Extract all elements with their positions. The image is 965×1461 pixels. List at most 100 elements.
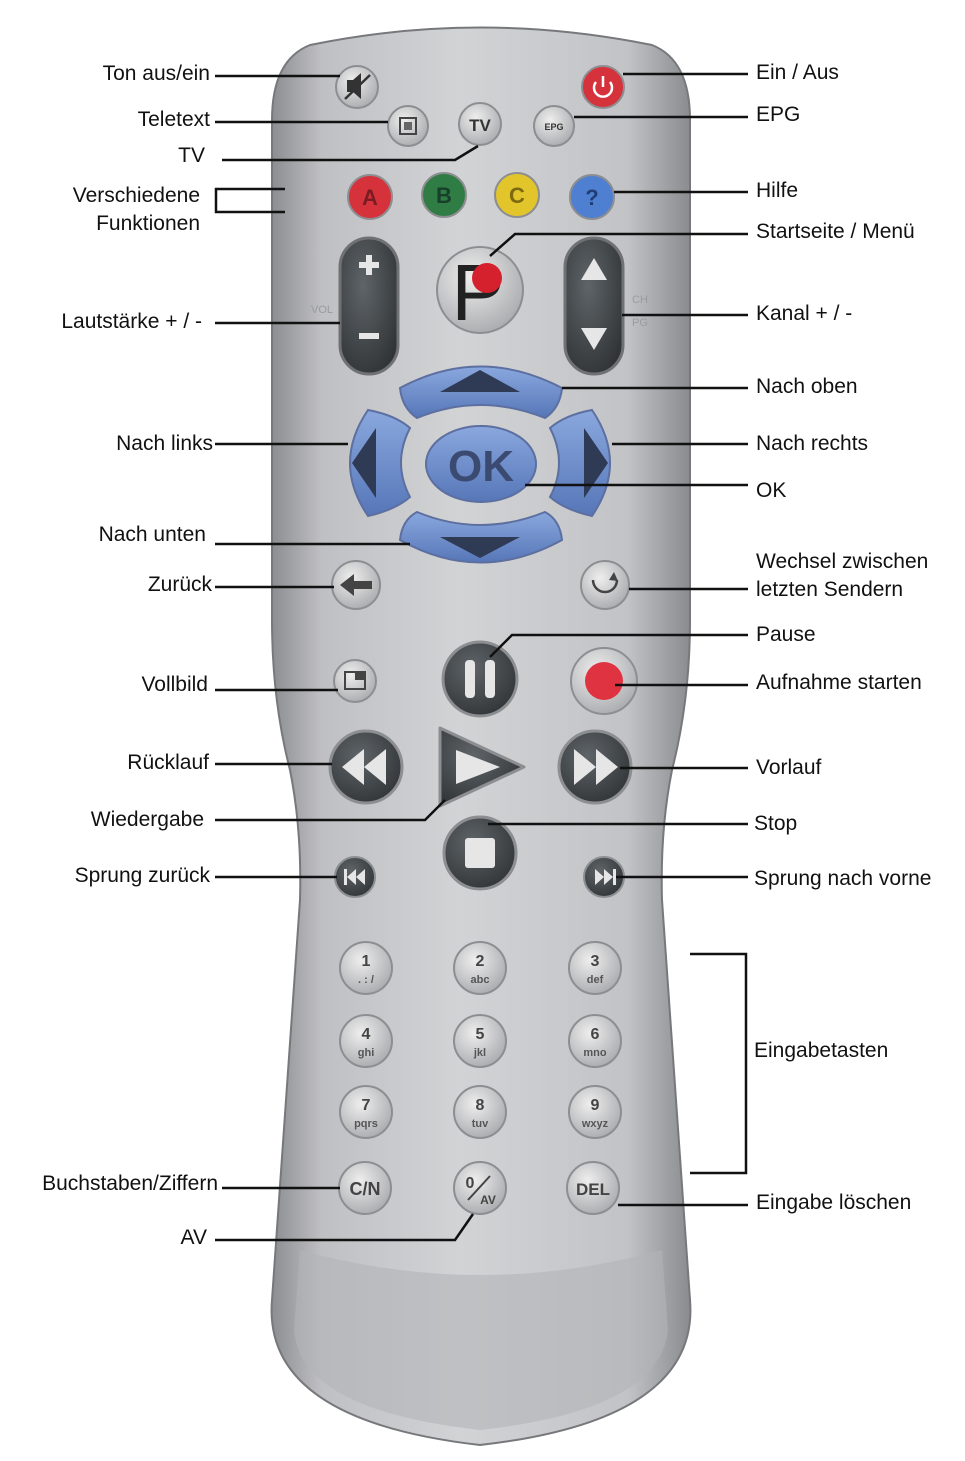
play-button[interactable] (438, 726, 526, 808)
digit-3: 3 (591, 953, 600, 970)
mute-icon (347, 73, 361, 99)
right-arrow-icon (584, 428, 608, 498)
label-help: Hilfe (756, 179, 799, 202)
label-right: Nach rechts (756, 432, 869, 455)
color-button-c[interactable]: C (494, 172, 540, 218)
up-arrow-icon (440, 370, 520, 392)
rewind-icon (342, 749, 386, 785)
digit-4-letters: ghi (358, 1047, 375, 1059)
volume-rocker[interactable] (338, 236, 400, 376)
left-arrow-icon (352, 428, 376, 498)
label-left: Nach links (116, 432, 213, 455)
digit-button-5[interactable]: 5 jkl (453, 1014, 507, 1068)
digit-2: 2 (476, 953, 485, 970)
channel-up-icon (581, 258, 607, 280)
help-button-label: ? (585, 185, 598, 210)
remote-bottom-panel (294, 1250, 668, 1430)
up-button[interactable] (398, 365, 564, 420)
fullscreen-button[interactable] (333, 659, 377, 703)
digit-5: 5 (476, 1026, 485, 1043)
right-button[interactable] (548, 408, 611, 518)
digit-button-9[interactable]: 9 wxyz (568, 1085, 622, 1139)
down-arrow-icon (440, 537, 520, 558)
digit-2-letters: abc (471, 974, 490, 986)
digit-button-6[interactable]: 6 mno (568, 1014, 622, 1068)
digit-9: 9 (591, 1097, 600, 1114)
vol-text: VOL (311, 304, 333, 316)
teletext-icon (399, 117, 417, 135)
label-delete-input: Eingabe löschen (756, 1191, 912, 1214)
digit-1: 1 (362, 953, 371, 970)
refresh-icon (591, 579, 619, 594)
skip-back-icon (344, 869, 365, 885)
label-skip-forward: Sprung nach vorne (754, 867, 932, 890)
digit-button-8[interactable]: 8 tuv (453, 1085, 507, 1139)
digit-button-7[interactable]: 7 pqrs (339, 1085, 393, 1139)
leader-lines (214, 72, 748, 1242)
label-play: Wiedergabe (90, 808, 204, 831)
skip-back-button[interactable] (334, 856, 376, 898)
color-button-a-label: A (362, 185, 378, 210)
label-tv: TV (178, 144, 205, 167)
label-stop: Stop (754, 812, 798, 835)
logo-dot (472, 263, 502, 293)
label-volume: Lautstärke + / - (61, 310, 202, 333)
label-various-1: Verschiedene (72, 184, 200, 207)
power-button[interactable] (581, 65, 625, 109)
minus-icon (359, 333, 379, 339)
mute-button[interactable] (335, 65, 379, 109)
digit-button-2[interactable]: 2 abc (453, 941, 507, 995)
epg-button[interactable]: EPG (533, 105, 575, 147)
left-button[interactable] (349, 408, 412, 518)
digit-6: 6 (591, 1026, 600, 1043)
label-pause: Pause (756, 623, 816, 646)
label-record: Aufnahme starten (756, 671, 922, 694)
label-down: Nach unten (98, 523, 206, 546)
last-channel-button[interactable] (580, 560, 630, 610)
digit-5-letters: jkl (473, 1047, 486, 1059)
back-button[interactable] (331, 560, 381, 610)
digit-6-letters: mno (583, 1047, 607, 1059)
label-ok: OK (756, 479, 787, 502)
av-button[interactable]: 0 AV (453, 1161, 507, 1215)
av-button-text: AV (480, 1193, 496, 1207)
label-back: Zurück (147, 573, 212, 596)
pause-icon (465, 660, 475, 698)
ch-text: CH (632, 294, 648, 306)
label-mute: Ton aus/ein (102, 62, 210, 85)
digit-button-3[interactable]: 3 def (568, 941, 622, 995)
label-teletext: Teletext (137, 108, 210, 131)
stop-button[interactable] (442, 815, 518, 891)
home-menu-button[interactable]: P (436, 246, 524, 337)
digit-button-1[interactable]: 1 . : / (339, 941, 393, 995)
rewind-button[interactable] (328, 729, 404, 805)
pg-text: PG (632, 317, 648, 329)
number-pad: 1 . : / 2 abc 3 def 4 ghi 5 jkl 6 mno (338, 941, 622, 1215)
label-power: Ein / Aus (756, 61, 839, 84)
digit-8-letters: tuv (472, 1118, 489, 1130)
digit-1-letters: . : / (358, 974, 374, 986)
skip-forward-button[interactable] (583, 856, 625, 898)
skip-forward-icon (595, 869, 616, 885)
av-button-digit: 0 (466, 1175, 475, 1192)
color-button-a[interactable]: A (347, 174, 393, 220)
ok-button[interactable]: OK (425, 425, 537, 503)
label-av: AV (180, 1226, 207, 1249)
tv-button[interactable]: TV (458, 102, 502, 146)
pause-button[interactable] (441, 640, 519, 718)
cn-button[interactable]: C/N (338, 1161, 392, 1215)
color-button-b[interactable]: B (421, 172, 467, 218)
teletext-button[interactable] (387, 105, 429, 147)
stop-icon (465, 838, 495, 868)
record-button[interactable] (570, 647, 638, 715)
cn-button-label: C/N (350, 1179, 381, 1199)
channel-rocker[interactable] (563, 236, 625, 376)
label-up: Nach oben (756, 375, 858, 398)
help-button[interactable]: ? (569, 174, 615, 220)
tv-button-label: TV (469, 116, 491, 135)
play-icon (456, 750, 500, 784)
digit-7-letters: pqrs (354, 1118, 378, 1130)
del-button[interactable]: DEL (566, 1161, 620, 1215)
digit-button-4[interactable]: 4 ghi (339, 1014, 393, 1068)
